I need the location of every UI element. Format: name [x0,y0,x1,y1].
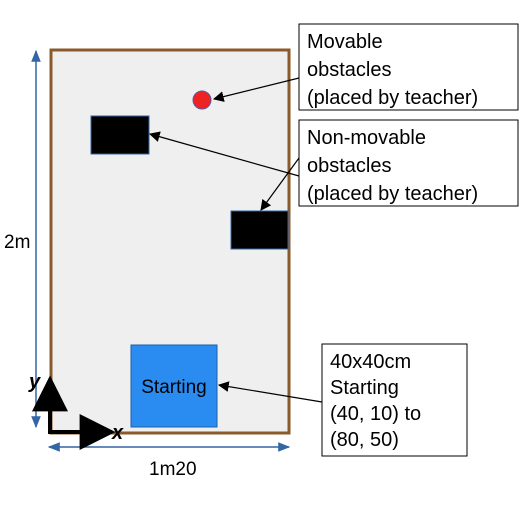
movable-obstacle [192,90,212,110]
pointer-start [217,381,323,403]
callout-start-text: 40x40cm Starting (40, 10) to (80, 50) [330,351,427,451]
callout-movable-text: Movable obstacles (placed by teacher) [307,31,478,109]
starting-zone [130,344,218,428]
fixed-obstacle-2 [230,210,289,250]
y-axis-label: y [28,371,41,393]
callout-non-movable-text: Non-movable obstacles (placed by teacher… [307,127,478,205]
height-label: 2m [4,232,30,253]
pointer-fixed-1 [148,131,300,177]
pointer-movable [212,77,300,102]
fixed-obstacle-1 [90,115,150,155]
callout-start-box [321,343,468,457]
x-axis-label: x [111,422,124,444]
width-label: 1m20 [149,459,197,480]
callout-non-movable-box [298,119,519,207]
pointer-fixed-2 [260,157,300,211]
callout-movable-box [298,23,519,111]
starting-zone-label: Starting [141,377,206,398]
